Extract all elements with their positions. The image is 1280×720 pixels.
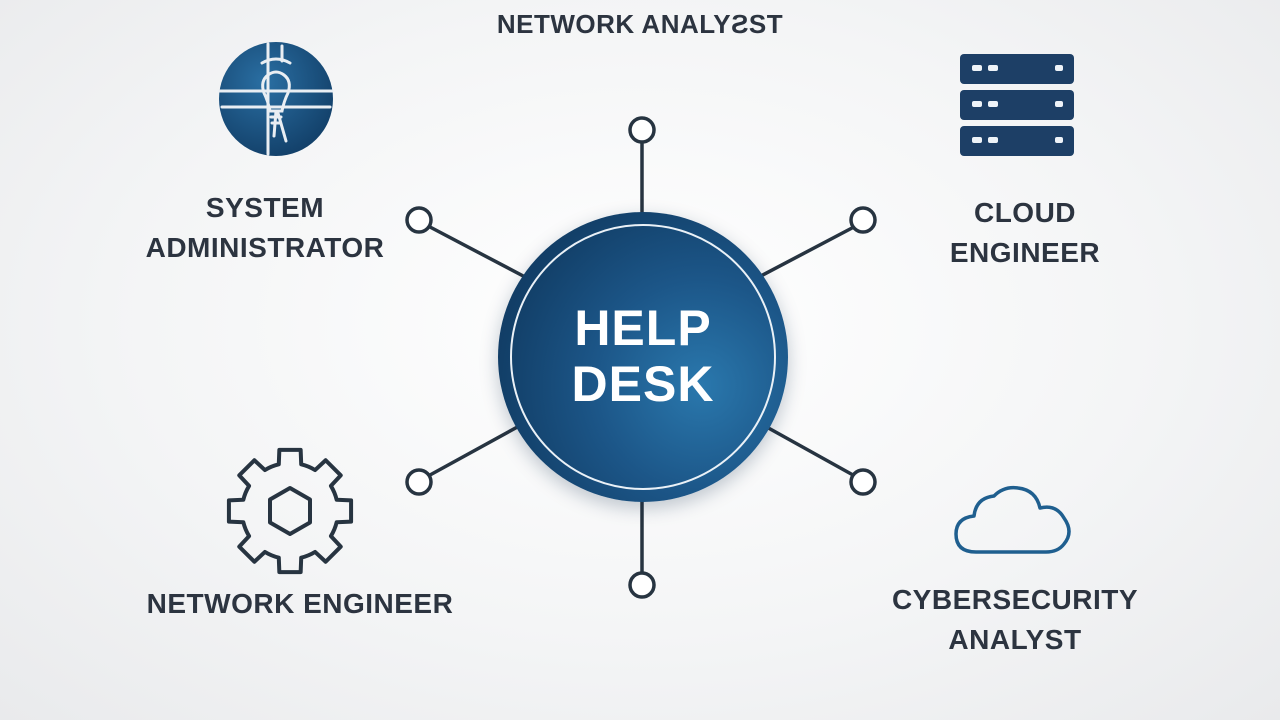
connector-node-lower-right [849, 468, 877, 496]
cloud-engineer-line2: ENGINEER [949, 237, 1101, 268]
connector-node-upper-right [849, 206, 877, 234]
system-administrator-line2: ADMINISTRATOR [145, 232, 385, 263]
network-engineer-line1: NETWORK ENGINEER [146, 588, 454, 619]
hub-label: HELP DESK [498, 300, 788, 412]
hub-label-line2: DESK [571, 356, 715, 412]
connector-lower-right [761, 423, 855, 477]
help-desk-hub: HELP DESK [498, 212, 788, 502]
system-administrator-line1: SYSTEM [205, 192, 325, 223]
system-administrator-label: SYSTEM ADMINISTRATOR [120, 188, 410, 268]
connector-node-lower-left [405, 468, 433, 496]
connector-node-top [628, 116, 656, 144]
top-title-text: NETWORK ANALYƧST [496, 9, 784, 39]
hub-ring [510, 224, 776, 490]
cybersecurity-analyst-label: CYBERSECURITY ANALYST [860, 580, 1170, 660]
cloud-engineer-line1: CLOUD [973, 197, 1077, 228]
connector-node-bottom [628, 571, 656, 599]
connector-upper-left [428, 225, 529, 280]
connector-upper-right [755, 226, 854, 280]
cybersecurity-analyst-line1: CYBERSECURITY [891, 584, 1139, 615]
connector-node-upper-left [405, 206, 433, 234]
hub-label-line1: HELP [574, 300, 712, 356]
network-engineer-label: NETWORK ENGINEER [110, 584, 490, 624]
cybersecurity-analyst-line2: ANALYST [948, 624, 1082, 655]
top-title: NETWORK ANALYƧST [440, 4, 840, 44]
cloud-engineer-label: CLOUD ENGINEER [920, 193, 1130, 273]
server-rack-icon [960, 54, 1074, 156]
connector-lower-left [428, 423, 523, 477]
cloud-icon [954, 485, 1071, 554]
lightbulb-globe-icon [218, 42, 334, 156]
gear-icon [226, 447, 354, 575]
